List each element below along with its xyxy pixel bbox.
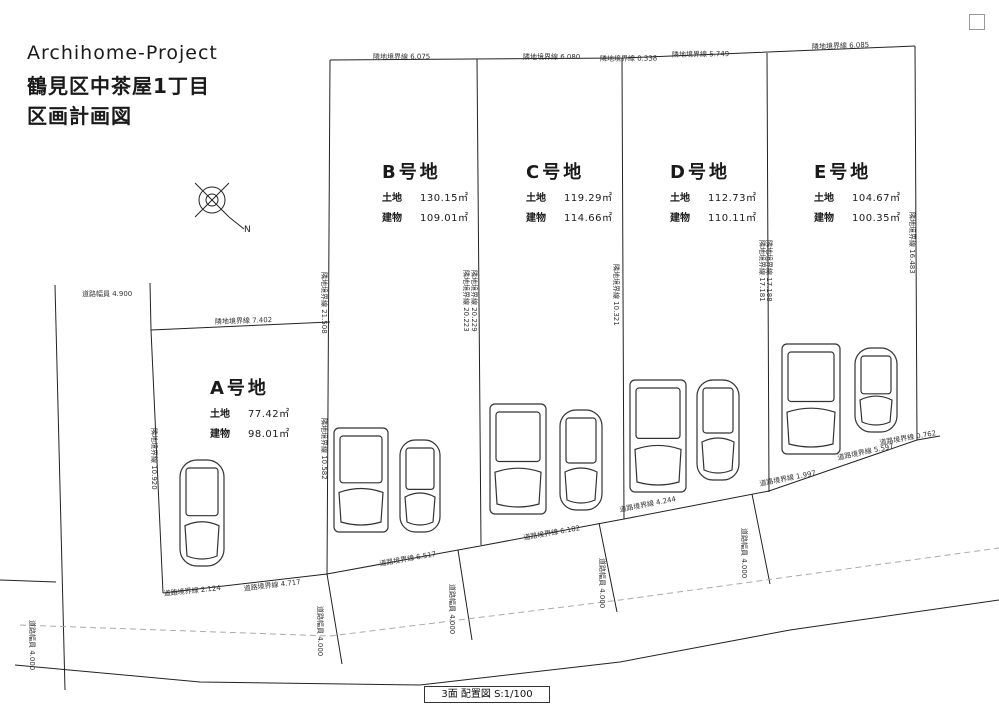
- lot-b-land-label: 土地: [382, 193, 402, 204]
- road-width-label: 道路幅員 4.000: [740, 528, 749, 578]
- vertical-boundary-label: 隣地境界線 21.508: [320, 272, 329, 334]
- boundary-label: 隣地境界線 7.402: [215, 315, 273, 326]
- lot-a-land-value: 77.42㎡: [248, 409, 290, 420]
- lot-e-bldg-value: 100.35㎡: [852, 213, 901, 224]
- scale-caption: 3面 配置図 S:1/100: [424, 686, 550, 703]
- boundary-label: 隣地境界線 6.080: [523, 52, 580, 61]
- boundary-label: 道路境界線 6.182: [523, 523, 581, 542]
- boundary-label: 道路境界線 6.517: [379, 549, 437, 568]
- lot-b-bldg-label: 建物: [382, 213, 402, 224]
- lot-c-bldg-label: 建物: [526, 213, 546, 224]
- car-d-1-icon: [629, 379, 687, 493]
- lot-divider-b-c: [476, 58, 482, 546]
- road-width-line-4: [751, 493, 771, 585]
- vertical-boundary-label: 隣地境界線 10.582: [320, 418, 329, 480]
- lot-d-land-value: 112.73㎡: [708, 193, 757, 204]
- lot-b-land-value: 130.15㎡: [420, 193, 469, 204]
- boundary-label: 隣地境界線 5.749: [672, 49, 729, 59]
- lot-d-bldg-label: 建物: [670, 213, 690, 224]
- car-b-1-icon: [333, 427, 389, 533]
- lot-b-bldg-value: 109.01㎡: [420, 213, 469, 224]
- car-b-2-icon: [399, 439, 441, 533]
- car-c-1-icon: [489, 403, 547, 515]
- address-title: 鶴見区中茶屋1丁目: [27, 74, 210, 98]
- boundary-label: 隣地境界線 6.085: [812, 40, 870, 51]
- lot-d-land-label: 土地: [670, 193, 690, 204]
- road-width-label: 道路幅員 4.000: [28, 620, 37, 670]
- road-boundary-line: [162, 435, 941, 594]
- vertical-boundary-label: 隣地境界線 16.483: [908, 212, 917, 274]
- car-a-icon: [179, 459, 225, 567]
- lot-divider-b-left: [326, 59, 331, 576]
- road-width-label: 道路幅員 4.000: [448, 584, 457, 634]
- road-centerline: [19, 547, 999, 637]
- road-width-line-3: [598, 522, 618, 613]
- left-road-edge-1: [54, 284, 66, 691]
- car-d-2-icon: [696, 379, 740, 481]
- road-far-edge: [14, 599, 999, 686]
- lot-c-land-label: 土地: [526, 193, 546, 204]
- lot-a-land-label: 土地: [210, 409, 230, 420]
- left-road-edge-2: [149, 282, 152, 331]
- boundary-label: 隣地境界線 0.338: [600, 54, 657, 63]
- road-width-label: 道路幅員 4.000: [598, 558, 607, 608]
- lot-c-land-value: 119.29㎡: [564, 193, 613, 204]
- lot-d-info: D号地 土地 112.73㎡ 建物 110.11㎡: [670, 158, 757, 224]
- lot-c-title: C号地: [526, 162, 585, 183]
- lot-divider-d-e: [766, 52, 770, 493]
- road-width-label: 道路幅員 4.000: [316, 606, 325, 656]
- lot-d-bldg-value: 110.11㎡: [708, 213, 757, 224]
- boundary-label: 道路境界線 2.124: [163, 583, 221, 598]
- lot-a-info: A号地 土地 77.42㎡ 建物 98.01㎡: [210, 374, 290, 440]
- car-e-1-icon: [781, 343, 841, 455]
- vertical-boundary-label: 隣地境界線 10.920: [150, 428, 159, 490]
- boundary-label: 道路境界線 4.717: [243, 577, 301, 593]
- lot-a-left-boundary: [150, 329, 164, 594]
- project-name: Archihome-Project: [27, 42, 218, 64]
- vertical-boundary-label: 隣地境界線 17.188: [765, 240, 774, 302]
- vertical-boundary-label: 隣地境界線 20.223: [462, 270, 471, 332]
- road-width-line-2: [457, 549, 473, 641]
- vertical-boundary-label: 隣地境界線 17.181: [758, 240, 767, 302]
- lot-a-title: A号地: [210, 378, 269, 399]
- boundary-label: 隣地境界線 6.075: [373, 52, 430, 61]
- lot-a-bldg-value: 98.01㎡: [248, 429, 290, 440]
- vertical-boundary-label: 隣地境界線 10.321: [612, 264, 621, 326]
- vertical-boundary-label: 隣地境界線 20.229: [470, 270, 479, 332]
- lot-e-land-label: 土地: [814, 193, 834, 204]
- lot-e-bldg-label: 建物: [814, 213, 834, 224]
- lot-divider-c-d: [621, 57, 625, 520]
- plan-title: 区画計画図: [27, 104, 132, 128]
- boundary-label: 道路境界線 4.244: [619, 494, 677, 514]
- north-arrow-icon: [194, 182, 245, 230]
- lot-e-info: E号地 土地 104.67㎡ 建物 100.35㎡: [814, 158, 901, 224]
- lot-b-info: B号地 土地 130.15㎡ 建物 109.01㎡: [382, 158, 469, 224]
- lot-a-top-boundary: [150, 321, 331, 331]
- lot-b-title: B号地: [382, 162, 441, 183]
- car-c-2-icon: [559, 409, 603, 511]
- lot-c-info: C号地 土地 119.29㎡ 建物 114.66㎡: [526, 158, 613, 224]
- lot-d-title: D号地: [670, 162, 730, 183]
- lot-right-boundary: [914, 45, 918, 441]
- corner-mark: [969, 14, 985, 30]
- lot-c-bldg-value: 114.66㎡: [564, 213, 613, 224]
- car-e-2-icon: [854, 347, 898, 433]
- north-label: N: [244, 225, 251, 235]
- lot-e-land-value: 104.67㎡: [852, 193, 901, 204]
- road-width-label: 道路幅員 4.900: [82, 289, 132, 298]
- lot-a-bldg-label: 建物: [210, 429, 230, 440]
- road-width-line-1: [326, 573, 343, 665]
- lot-e-title: E号地: [814, 162, 872, 183]
- left-road-edge-3: [0, 579, 57, 583]
